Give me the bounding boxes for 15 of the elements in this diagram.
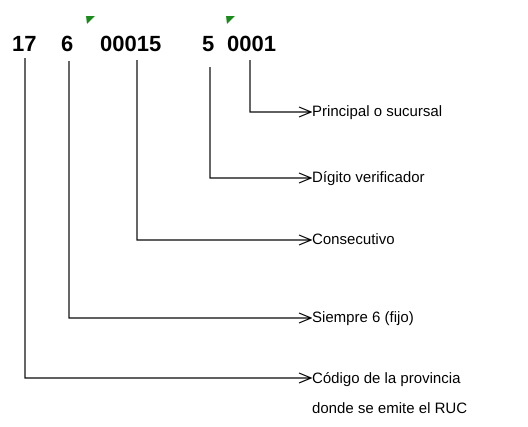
code-digits: 00015 bbox=[100, 33, 162, 55]
connector-arrow bbox=[24, 58, 312, 384]
connector-arrow bbox=[136, 60, 312, 246]
field-description: Consecutivo bbox=[312, 230, 396, 250]
code-digits: 6 bbox=[61, 33, 74, 55]
field-description: Código de la provincia donde se emite el RUC bbox=[312, 369, 468, 419]
connector-arrow bbox=[249, 60, 312, 118]
field-description: Siempre 6 (fijo) bbox=[312, 308, 415, 328]
field-description: Dígito verificador bbox=[312, 168, 426, 188]
code-digits: 5 bbox=[202, 33, 216, 55]
code-digits: 17 bbox=[12, 33, 38, 55]
connector-arrow bbox=[68, 61, 312, 324]
code-digits: 0001 bbox=[227, 33, 277, 55]
field-description: Principal o sucursal bbox=[312, 102, 444, 122]
connector-arrow bbox=[209, 67, 312, 184]
